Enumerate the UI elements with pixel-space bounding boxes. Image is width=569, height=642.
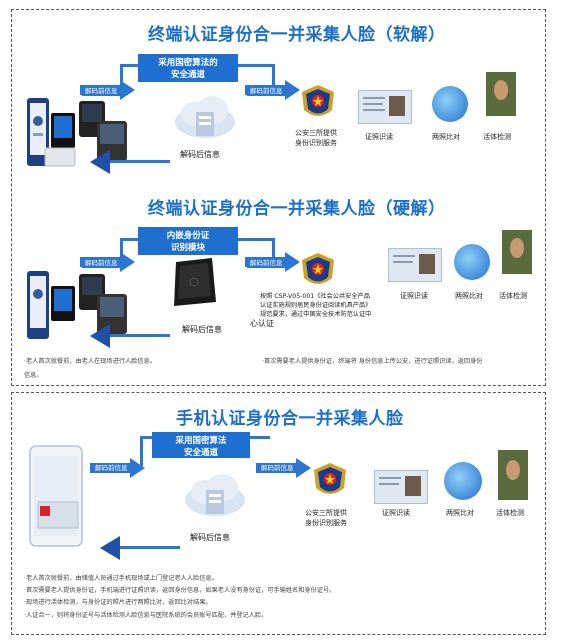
s3-note-4: ·人证合一，则将身份证号与活体检测人脸信息与医院系统的会员账号匹配，并登记人脸。 — [24, 612, 268, 619]
section1-title: 终端认证身份合一并采集人脸（软解） — [148, 25, 446, 45]
s2-module-box: 内嵌身份证 识别模块 — [138, 227, 238, 255]
s3-cloud-label: 解码后信息 — [190, 533, 230, 542]
s3-face-compare-label: 两照比对 — [446, 509, 474, 517]
s3-link-vertical — [140, 436, 143, 466]
s2-card-reader-device — [170, 256, 218, 308]
s1-link-vertical — [120, 64, 123, 94]
s2-reader-label: 解码后信息 — [182, 325, 222, 334]
s1-tag-left: 解码前信息 — [82, 86, 121, 96]
top-dashed-frame — [11, 9, 546, 386]
s2-police-emblem-icon — [300, 252, 336, 290]
s3-note-2: ·首次需要老人提供身份证，手机端进行证照识读，返回身份信息，如果老人没有身份证，… — [24, 587, 336, 594]
kiosk-terminal-1 — [27, 93, 127, 175]
s1-police-emblem-icon — [300, 84, 336, 122]
s2-standard-text-3: 规范要求，通过中国安全技术防范认证中 — [260, 311, 372, 318]
s3-police-label: 公安三所提供 身份识别服务 — [305, 509, 347, 527]
s1-idcard-label: 证照识读 — [365, 133, 393, 141]
s2-standard-text-2: 认证实施规则居民身份证阅读机具产品》 — [260, 302, 372, 309]
kiosk-terminal-2 — [27, 266, 127, 348]
s1-link-right-vertical — [272, 64, 275, 94]
bottom-dashed-frame — [11, 392, 546, 635]
s1-id-card-image — [358, 90, 412, 124]
s2-link-right-vertical — [272, 238, 275, 268]
s2-liveness-photo — [502, 230, 532, 274]
s1-secure-channel-label: 采用国密算法的 安全通道 — [158, 58, 218, 80]
s2-note-left-1: ·老人首次就餐前，由老人在现场进行人脸信息。 — [24, 358, 156, 365]
s2-note-right: ·首次需要老人提供身份证，终端将 身份信息上传公安，进行证照识读，返回身份 — [262, 358, 483, 365]
s1-secure-channel-box: 采用国密算法的 安全通道 — [138, 54, 238, 82]
s1-tag-right: 解码前信息 — [247, 86, 286, 96]
s3-police-emblem-icon — [312, 462, 348, 500]
s1-cloud-server-icon — [170, 92, 240, 142]
s2-module-label: 内嵌身份证 识别模块 — [166, 231, 210, 253]
s3-face-compare-icon — [444, 462, 482, 500]
s1-arrow-back — [90, 150, 170, 174]
s2-standard-text-4: 心认证 — [250, 319, 274, 328]
s3-secure-channel-box: 采用国密算法 安全通道 — [152, 432, 250, 458]
s3-note-1: ·老人首次就餐前，由储值人员通过手机现场或上门登记老人人脸信息。 — [24, 575, 218, 582]
s3-note-3: ·现场进行活体检测，与身份证的照片进行两照比对，返回比对结果。 — [24, 599, 212, 606]
s3-cloud-server-icon — [180, 470, 250, 520]
s2-face-compare-icon — [454, 244, 490, 280]
s1-liveness-label: 活体检测 — [483, 133, 511, 141]
s2-face-compare-label: 两照比对 — [455, 292, 483, 300]
s3-tag-right: 解码前信息 — [258, 463, 297, 473]
s2-tag-right: 解码前信息 — [247, 258, 286, 268]
s2-liveness-label: 活体检测 — [499, 292, 527, 300]
s3-idcard-label: 证照识读 — [382, 509, 410, 517]
s2-id-card-image — [388, 248, 442, 282]
section2-title: 终端认证身份合一并采集人脸（硬解） — [148, 199, 446, 219]
s3-liveness-photo — [498, 450, 528, 500]
s3-arrow-back — [100, 536, 180, 560]
s3-tag-left: 解码前信息 — [92, 463, 131, 473]
s2-standard-text-1: 按照 CSP-V05-001《社会公共安全产品 — [260, 293, 370, 300]
section3-title: 手机认证身份合一并采集人脸 — [176, 409, 404, 429]
s2-tag-left: 解码前信息 — [82, 258, 121, 268]
s2-arrow-back — [90, 324, 170, 348]
s1-police-label: 公安三所提供 身份识别服务 — [295, 129, 337, 147]
s1-face-compare-label: 两照比对 — [432, 133, 460, 141]
s3-id-card-image — [374, 470, 428, 504]
s3-liveness-label: 活体检测 — [496, 509, 524, 517]
s1-cloud-label: 解码后信息 — [180, 150, 220, 159]
s1-face-compare-icon — [432, 86, 468, 122]
s1-liveness-photo — [486, 72, 516, 116]
s3-mobile-phone — [29, 445, 88, 550]
s3-secure-channel-label: 采用国密算法 安全通道 — [175, 436, 227, 458]
s2-note-left-2: 信息。 — [24, 372, 43, 379]
s2-idcard-label: 证照识读 — [400, 292, 428, 300]
